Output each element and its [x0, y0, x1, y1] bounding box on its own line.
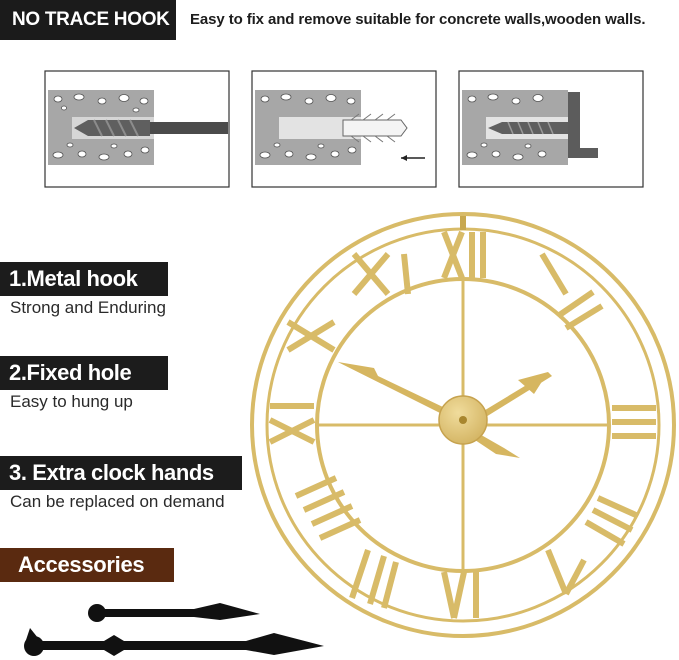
install-step-screw-panel: [458, 70, 644, 188]
header-description: Easy to fix and remove suitable for conc…: [190, 11, 646, 28]
feature-fixed-hole-title: 2.Fixed hole: [0, 356, 168, 390]
feature-clock-hands-subtitle: Can be replaced on demand: [10, 492, 225, 511]
feature-fixed-hole-subtitle: Easy to hung up: [10, 392, 133, 411]
install-step-plug-panel: [251, 70, 437, 188]
feature-metal-hook-title: 1.Metal hook: [0, 262, 168, 296]
accessories-title: Accessories: [0, 548, 174, 582]
feature-clock-hands-title: 3. Extra clock hands: [0, 456, 242, 490]
header-tag: NO TRACE HOOK: [0, 0, 176, 40]
install-step-drill-panel: [44, 70, 230, 188]
feature-metal-hook-subtitle: Strong and Enduring: [10, 298, 166, 317]
spare-clock-hands-image: [24, 600, 344, 660]
skeleton-wall-clock-image: [248, 210, 678, 640]
